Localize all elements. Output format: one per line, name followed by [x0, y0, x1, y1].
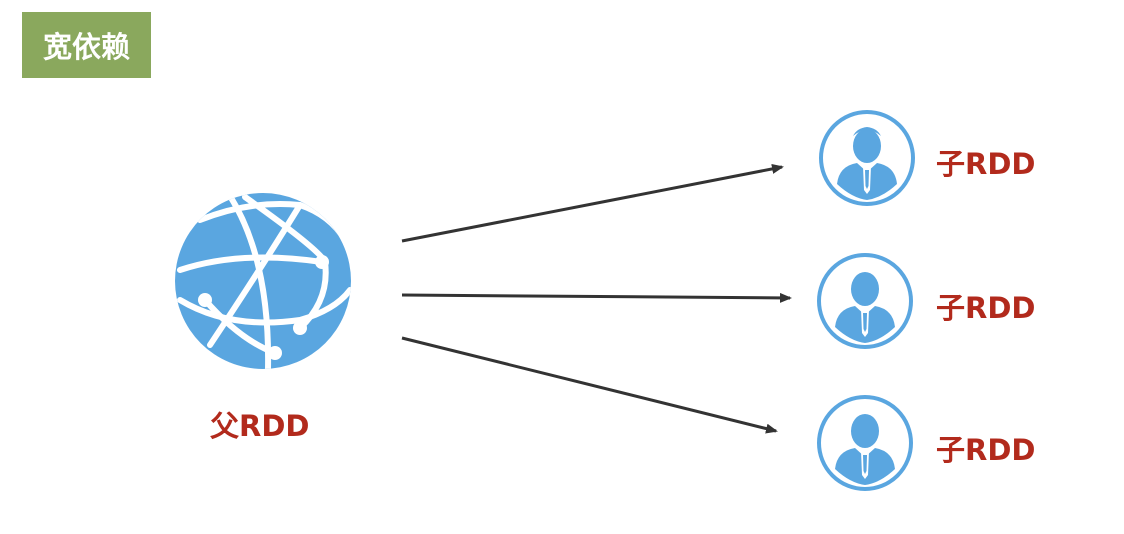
- child-rdd-label: 子RDD: [936, 291, 1036, 325]
- parent-rdd-label: 父RDD: [210, 409, 310, 443]
- user-avatar-icon: [819, 110, 915, 206]
- dependency-arrow: [401, 164, 784, 243]
- slide-title: 宽依赖: [22, 12, 151, 78]
- child-rdd-label: 子RDD: [936, 147, 1036, 181]
- user-avatar-icon: [817, 395, 913, 491]
- child-rdd-label: 子RDD: [936, 433, 1036, 467]
- dependency-arrow: [401, 292, 792, 303]
- globe-network-icon: [175, 193, 351, 369]
- user-avatar-icon: [817, 253, 913, 349]
- dependency-arrow: [401, 336, 778, 434]
